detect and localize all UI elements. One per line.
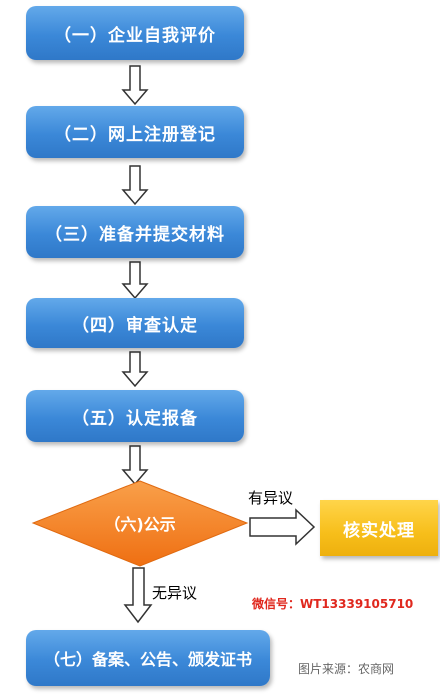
step-submit-materials: （三）准备并提交材料: [26, 206, 244, 258]
down-arrow-2: [121, 165, 149, 206]
step-certification-filing: （五）认定报备: [26, 390, 244, 442]
image-source-note: 图片来源：农商网: [298, 660, 394, 677]
step-certification-filing-label: （五）认定报备: [72, 408, 198, 429]
down-arrow-4: [121, 351, 149, 388]
image-source-text: 图片来源：农商网: [298, 662, 395, 676]
edge-label-objection-text: 有异议: [248, 489, 294, 507]
down-arrow-5: [121, 445, 149, 486]
decision-diamond: [31, 480, 249, 567]
step-record-announce-certificate: （七）备案、公告、颁发证书: [26, 630, 270, 686]
right-arrow-objection: [249, 508, 316, 546]
edge-label-no-objection-text: 无异议: [152, 584, 198, 602]
step-review-certification-label: （四）审查认定: [72, 315, 198, 336]
step-online-registration-label: （二）网上注册登记: [54, 124, 216, 145]
verify-handle-label: 核实处理: [343, 520, 415, 541]
decision-label: （六)公示: [60, 508, 220, 538]
down-arrow-3: [121, 261, 149, 300]
step-submit-materials-label: （三）准备并提交材料: [45, 224, 225, 245]
step-self-evaluation-label: （一）企业自我评价: [54, 25, 216, 46]
edge-label-objection: 有异议: [248, 487, 293, 508]
step-review-certification: （四）审查认定: [26, 298, 244, 348]
contact-wechat-text: 微信号：WT13339105710: [252, 597, 414, 611]
contact-wechat: 微信号：WT13339105710: [252, 595, 413, 612]
verify-handle-box: 核实处理: [320, 500, 438, 556]
step-record-announce-certificate-label: （七）备案、公告、颁发证书: [43, 650, 252, 669]
decision-label-text: （六)公示: [104, 515, 176, 534]
down-arrow-no-objection: [123, 567, 153, 624]
down-arrow-1: [121, 65, 149, 106]
step-self-evaluation: （一）企业自我评价: [26, 6, 244, 60]
edge-label-no-objection: 无异议: [152, 582, 197, 603]
step-online-registration: （二）网上注册登记: [26, 106, 244, 158]
